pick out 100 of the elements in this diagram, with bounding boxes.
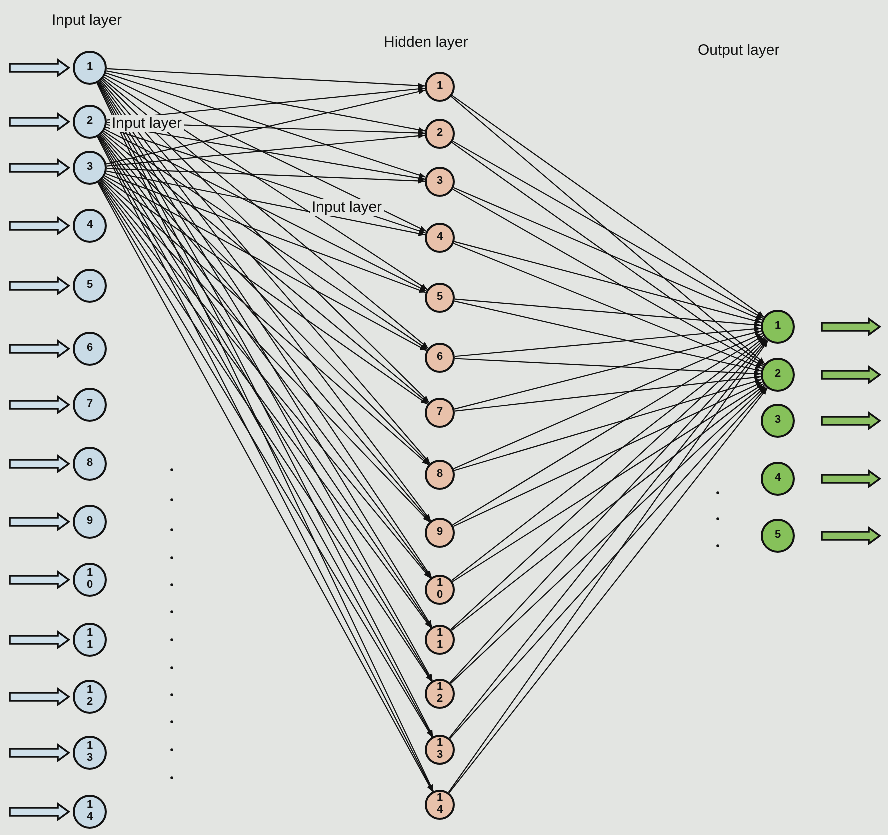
neuron-number: 14	[86, 800, 94, 824]
neuron-number: 8	[436, 469, 444, 481]
neuron-circle	[73, 151, 107, 185]
layer-label: Hidden layer	[383, 34, 470, 51]
neuron-number: 6	[436, 352, 444, 364]
neuron-number: 5	[86, 280, 94, 292]
block-arrow	[9, 158, 71, 178]
neuron-number: 11	[86, 628, 94, 652]
neuron-number: 1	[86, 62, 94, 74]
block-arrow	[9, 216, 71, 236]
neuron-number: 9	[436, 527, 444, 539]
neuron-circle	[73, 736, 107, 770]
block-arrow	[821, 365, 882, 385]
neuron-circle	[425, 679, 455, 709]
block-arrow	[9, 512, 71, 532]
arrow	[454, 333, 763, 470]
neuron-circle	[73, 332, 107, 366]
neuron-number: 5	[436, 292, 444, 304]
arrow	[106, 72, 426, 178]
neuron-circle	[761, 462, 795, 496]
block-arrow	[9, 687, 71, 707]
neuron-number: 6	[86, 343, 94, 355]
block-arrow	[9, 339, 71, 359]
neuron-number: 1	[774, 321, 782, 333]
neuron-number: 10	[436, 578, 444, 602]
block-arrow	[9, 630, 71, 650]
neuron-number: 4	[86, 220, 94, 232]
arrow	[452, 95, 764, 318]
neuron-circle	[73, 795, 107, 829]
neuron-circle	[73, 623, 107, 657]
neuron-number: 4	[436, 232, 444, 244]
neuron-circle	[425, 575, 455, 605]
arrow	[106, 89, 426, 165]
arrow	[104, 176, 428, 352]
arrow	[452, 384, 764, 582]
arrow	[454, 187, 763, 321]
block-arrow	[9, 454, 71, 474]
arrow	[452, 335, 764, 526]
layer-label: Output layer	[697, 42, 781, 59]
layer-label: Input layer	[110, 115, 184, 132]
neuron-circle	[425, 398, 455, 428]
neuron-circle	[425, 72, 455, 102]
neuron-number: 13	[436, 738, 444, 762]
neuron-number: 8	[86, 458, 94, 470]
block-arrow	[9, 743, 71, 763]
arrow	[104, 129, 427, 292]
arrow	[451, 385, 765, 632]
arrow	[102, 78, 429, 349]
block-arrow	[821, 411, 882, 431]
neuron-circle	[425, 167, 455, 197]
neuron-circle	[425, 518, 455, 548]
neuron-circle	[425, 223, 455, 253]
arrow	[454, 243, 762, 370]
arrow	[450, 338, 766, 630]
arrow	[454, 326, 762, 358]
block-arrow	[9, 570, 71, 590]
neuron-number: 9	[86, 516, 94, 528]
neuron-circle	[425, 460, 455, 490]
neuron-number: 14	[436, 793, 444, 817]
neuron-number: 12	[436, 682, 444, 706]
neuron-circle	[425, 343, 455, 373]
arrow	[452, 142, 764, 366]
neuron-circle	[73, 505, 107, 539]
neuron-circle	[73, 105, 107, 139]
arrow	[106, 168, 426, 184]
neuron-number: 5	[774, 530, 782, 542]
neuron-number: 13	[86, 741, 94, 765]
neuron-number: 3	[86, 162, 94, 174]
block-arrow	[821, 469, 882, 489]
neuron-circle	[761, 519, 795, 553]
neuron-circle	[73, 563, 107, 597]
neuron-circle	[73, 209, 107, 243]
block-arrow	[821, 526, 882, 546]
neuron-circle	[761, 358, 795, 392]
arrow	[454, 300, 762, 372]
neuron-number: 2	[436, 128, 444, 140]
arrow	[102, 80, 430, 403]
block-arrow	[9, 276, 71, 296]
arrow	[106, 133, 426, 167]
neuron-circle	[73, 447, 107, 481]
block-arrow	[9, 802, 71, 822]
neuron-circle	[425, 790, 455, 820]
arrow	[454, 358, 762, 376]
neuron-circle	[425, 283, 455, 313]
arrow	[453, 382, 763, 528]
block-arrow	[821, 317, 882, 337]
arrow	[106, 68, 426, 88]
arrow	[102, 132, 429, 404]
neuron-number: 2	[86, 116, 94, 128]
arrow	[106, 124, 426, 181]
neuron-circle	[425, 625, 455, 655]
block-arrow	[9, 112, 71, 132]
arrow	[452, 140, 764, 320]
neuron-number: 11	[436, 628, 444, 652]
arrow	[106, 70, 426, 133]
arrow	[105, 74, 427, 232]
neuron-circle	[73, 388, 107, 422]
neuron-circle	[73, 51, 107, 85]
neuron-number: 4	[774, 473, 782, 485]
arrow	[452, 337, 765, 582]
